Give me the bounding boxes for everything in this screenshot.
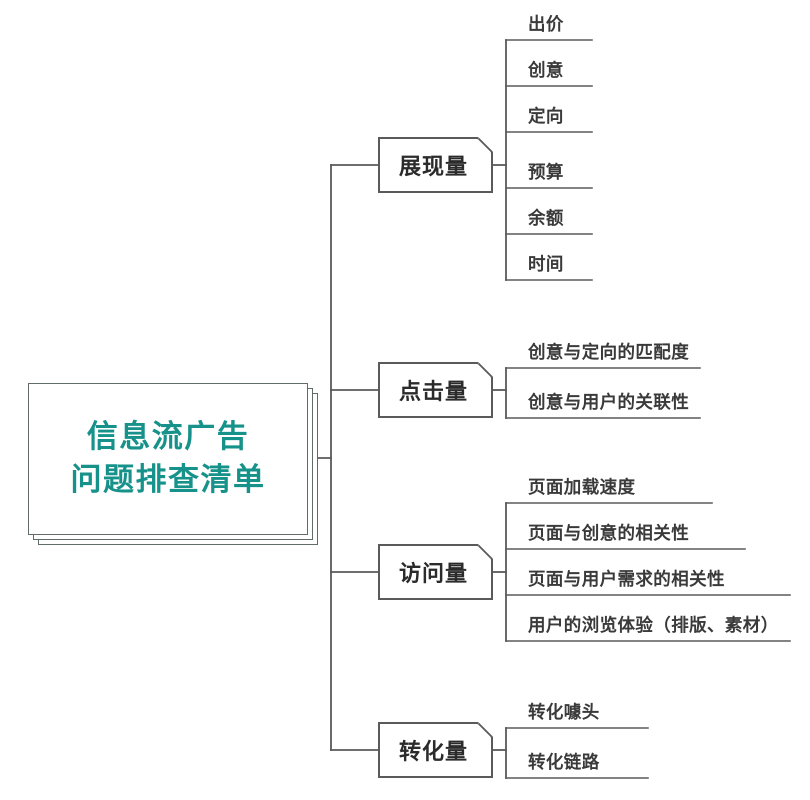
- leaf-item[interactable]: 创意与用户的关联性: [506, 384, 689, 418]
- branch-node-clicks[interactable]: 点击量: [378, 362, 493, 418]
- leaf-label: 页面与创意的相关性: [528, 523, 690, 544]
- leaf-item[interactable]: 创意与定向的匹配度: [506, 334, 689, 368]
- leaf-item[interactable]: 页面加载速度: [506, 469, 635, 503]
- leaf-item[interactable]: 转化链路: [506, 744, 600, 778]
- branch-node-conversions[interactable]: 转化量: [378, 722, 493, 778]
- leaf-label: 创意: [528, 60, 564, 81]
- leaf-item[interactable]: 预算: [506, 154, 564, 188]
- folded-corner-icon: [477, 362, 493, 378]
- leaf-label: 转化噱头: [528, 702, 600, 723]
- leaf-label: 页面加载速度: [528, 477, 636, 498]
- branch-label: 点击量: [398, 380, 468, 405]
- leaf-label: 预算: [528, 162, 564, 183]
- leaf-label: 页面与用户需求的相关性: [528, 569, 725, 590]
- root-title-line-2: 问题排查清单: [70, 462, 266, 498]
- leaf-item[interactable]: 时间: [506, 246, 564, 280]
- leaf-item[interactable]: 余额: [506, 200, 564, 234]
- branch-node-impressions[interactable]: 展现量: [378, 137, 493, 193]
- leaf-label: 余额: [528, 208, 564, 229]
- branch-inner: 访问量: [380, 546, 491, 598]
- leaf-label: 时间: [528, 254, 564, 275]
- leaf-label: 转化链路: [528, 752, 600, 773]
- branch-inner: 展现量: [380, 139, 491, 191]
- folded-corner-icon: [477, 137, 493, 153]
- root-card[interactable]: 信息流广告 问题排查清单: [28, 383, 308, 535]
- folded-corner-icon: [477, 722, 493, 738]
- root-node[interactable]: 信息流广告 问题排查清单: [28, 383, 318, 545]
- leaf-item[interactable]: 出价: [506, 6, 564, 40]
- leaf-item[interactable]: 转化噱头: [506, 694, 600, 728]
- branch-label: 访问量: [398, 562, 468, 587]
- leaf-item[interactable]: 定向: [506, 98, 564, 132]
- branch-node-visits[interactable]: 访问量: [378, 544, 493, 600]
- leaf-item[interactable]: 创意: [506, 52, 564, 86]
- leaf-label: 定向: [528, 106, 564, 127]
- leaf-label: 用户的浏览体验（排版、素材）: [528, 615, 779, 636]
- leaf-item[interactable]: 页面与创意的相关性: [506, 515, 689, 549]
- leaf-label: 创意与用户的关联性: [528, 392, 690, 413]
- branch-inner: 转化量: [380, 724, 491, 776]
- leaf-label: 创意与定向的匹配度: [528, 342, 690, 363]
- branch-inner: 点击量: [380, 364, 491, 416]
- branch-label: 转化量: [398, 740, 468, 765]
- root-title-line-1: 信息流广告: [86, 419, 250, 456]
- leaf-item[interactable]: 用户的浏览体验（排版、素材）: [506, 607, 779, 641]
- leaf-item[interactable]: 页面与用户需求的相关性: [506, 561, 725, 595]
- branch-label: 展现量: [398, 155, 468, 180]
- leaf-label: 出价: [528, 14, 564, 35]
- folded-corner-icon: [477, 544, 493, 560]
